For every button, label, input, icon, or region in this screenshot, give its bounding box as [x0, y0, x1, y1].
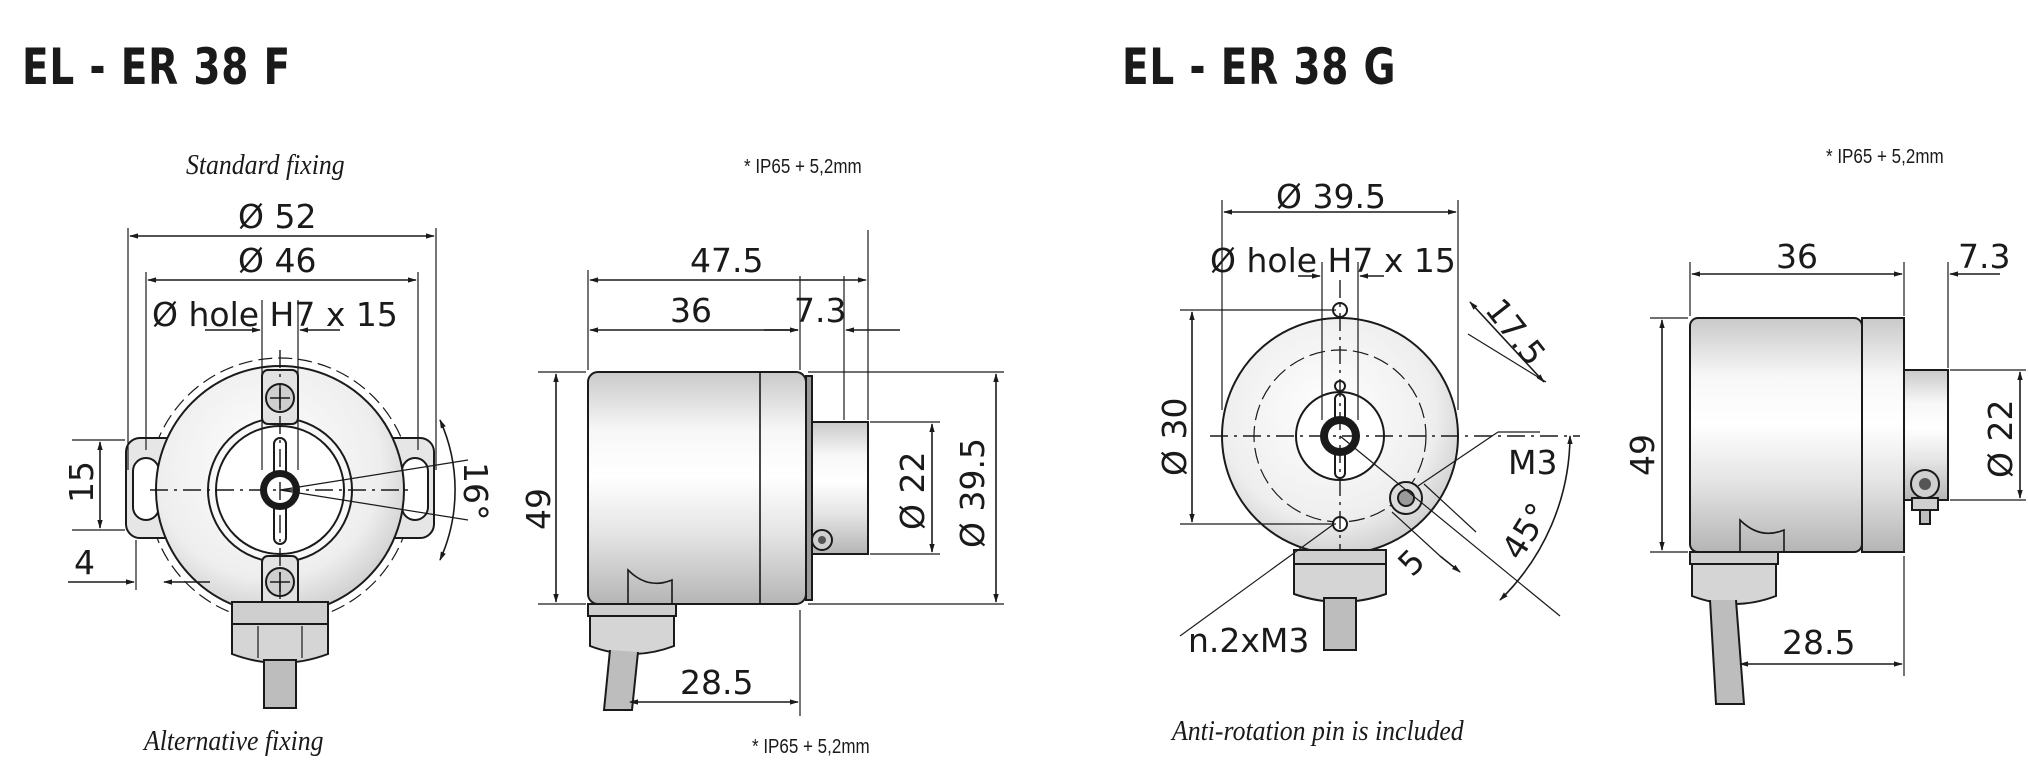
gland-nut-side-g [1689, 551, 1779, 565]
dim-d39-5-f: Ø 39.5 [953, 438, 992, 548]
ip65-note-f-top: * IP65 + 5,2mm [744, 156, 862, 178]
model-title-f: EL - ER 38 F [22, 38, 291, 96]
dim-15: 15 [62, 461, 101, 503]
dim-36-f: 36 [670, 291, 712, 330]
dim-angle-16: 16° [456, 462, 495, 521]
front-view-g: Ø 39.5 Ø hole H7 x 15 Ø 30 17.5 M3 45° 5… [1155, 177, 1580, 660]
cable-side-g [1709, 599, 1746, 705]
dim-7-3-g: 7.3 [1958, 237, 2010, 276]
cable-g [1323, 597, 1357, 651]
dim-49-g: 49 [1623, 434, 1662, 476]
model-title-g: EL - ER 38 G [1122, 38, 1397, 96]
dim-d39-5-g: Ø 39.5 [1276, 177, 1386, 216]
dim-17-5: 17.5 [1478, 291, 1554, 373]
side-view-g: 36 7.3 49 Ø 22 28.5 [1623, 237, 2026, 705]
cable-f [263, 659, 297, 709]
dim-n2xm3: n.2xM3 [1188, 621, 1309, 660]
gland-nut-g [1293, 549, 1387, 565]
dim-hole-f: Ø hole H7 x 15 [152, 295, 398, 334]
dim-36-g: 36 [1776, 237, 1818, 276]
cable-side-f [602, 649, 639, 711]
caption-standard-fixing: Standard fixing [186, 150, 345, 181]
gland-nut-side-f [587, 603, 677, 617]
dim-49-f: 49 [519, 488, 558, 530]
ip65-note-f-bottom: * IP65 + 5,2mm [752, 736, 870, 758]
dim-hole-g: Ø hole H7 x 15 [1210, 241, 1456, 280]
caption-alternative-fixing: Alternative fixing [144, 726, 324, 757]
dim-47-5: 47.5 [690, 241, 763, 280]
dim-d52: Ø 52 [238, 197, 316, 236]
dim-5-g: 5 [1390, 541, 1432, 583]
dim-28-5-g: 28.5 [1782, 623, 1855, 662]
dim-4: 4 [74, 543, 95, 582]
dim-d46: Ø 46 [238, 241, 316, 280]
housing-side-g [1689, 317, 1863, 553]
front-view-f: Ø 52 Ø 46 Ø hole H7 x 15 15 4 16° [62, 197, 495, 709]
housing-side-f [587, 371, 807, 605]
dim-m3: M3 [1508, 443, 1557, 482]
dim-d22-g: Ø 22 [1981, 400, 2020, 478]
dim-7-3-f: 7.3 [794, 291, 846, 330]
side-view-f: 47.5 36 7.3 49 Ø 22 Ø 39.5 28.5 [519, 230, 1004, 716]
gland-nut-f [231, 601, 329, 625]
dim-45-deg: 45° [1494, 496, 1558, 566]
ip65-note-g-top: * IP65 + 5,2mm [1826, 146, 1944, 168]
caption-anti-rotation-pin: Anti-rotation pin is included [1172, 716, 1464, 747]
dim-d22-f: Ø 22 [893, 452, 932, 530]
dim-d30-g: Ø 30 [1155, 398, 1194, 476]
dim-28-5-f: 28.5 [680, 663, 753, 702]
